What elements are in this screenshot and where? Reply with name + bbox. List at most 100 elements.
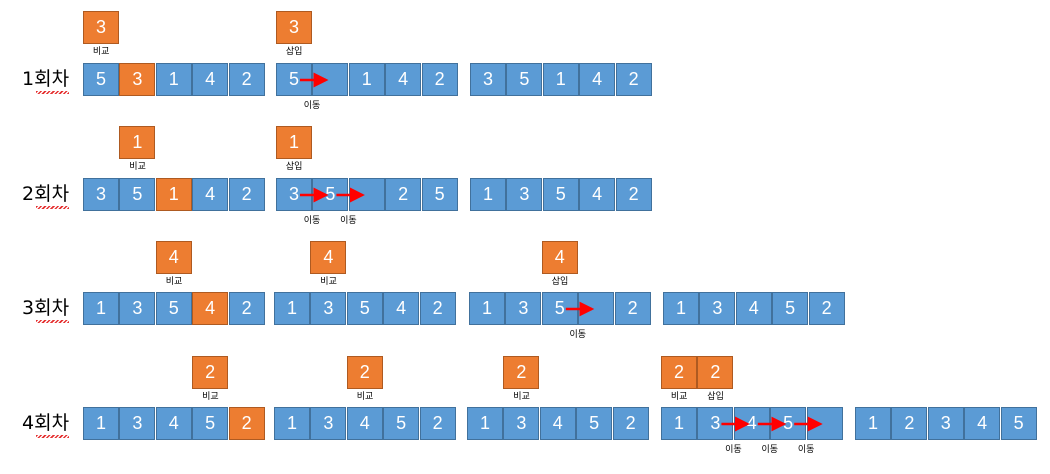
array-cell: 4: [964, 407, 1001, 440]
array-cell: 2: [228, 292, 265, 325]
highlighted-array-cell: 1: [155, 178, 192, 211]
array-cell: 5: [1000, 407, 1037, 440]
array-cell: 3: [83, 178, 119, 211]
array-cell: 1: [83, 292, 119, 325]
step-caption: 비교: [129, 162, 146, 172]
round-label: 2회차: [22, 183, 70, 209]
array-cell: 2: [385, 178, 422, 211]
selected-value-box: 3: [83, 11, 119, 44]
selected-value-box: 2: [661, 356, 697, 389]
move-caption: 이동: [761, 445, 779, 455]
array-cell: 2: [614, 292, 651, 325]
array-cell: 4: [155, 407, 192, 440]
array-cell: 5: [576, 407, 613, 440]
selected-value-box: 4: [541, 241, 578, 274]
array-cell: 1: [470, 178, 506, 211]
selected-value-box: 1: [119, 126, 156, 159]
array-cell: 5: [506, 63, 543, 96]
step-caption: 삽입: [285, 47, 303, 57]
array-cell: 1: [274, 407, 310, 440]
array-cell: 5: [192, 407, 229, 440]
array-cell: 2: [419, 407, 456, 440]
array-cell: 3: [699, 292, 736, 325]
array-cell: 5: [119, 178, 156, 211]
array-cell: 4: [735, 292, 772, 325]
array-cell: 3: [927, 407, 964, 440]
array-cell: 2: [615, 178, 652, 211]
array-cell: 3: [119, 292, 156, 325]
array-cell: 1: [469, 292, 505, 325]
array-cell: 1: [274, 292, 310, 325]
move-caption: 이동: [303, 216, 321, 226]
move-caption: 이동: [797, 445, 815, 455]
round-label: 4회차: [22, 412, 70, 438]
array-cell: 1: [83, 407, 119, 440]
selected-value-box: 2: [503, 356, 540, 389]
array-cell: 3: [310, 407, 347, 440]
step-caption: 비교: [670, 392, 688, 402]
array-cell: 2: [228, 178, 265, 211]
selected-value-box: 1: [276, 126, 312, 159]
step-caption: 비교: [320, 277, 337, 287]
array-cell: 1: [855, 407, 891, 440]
array-cell: 5: [346, 292, 383, 325]
array-cell: 5: [383, 407, 420, 440]
array-cell: 3: [503, 407, 540, 440]
array-cell: 4: [539, 407, 576, 440]
move-caption: 이동: [340, 216, 357, 226]
array-cell: 3: [505, 292, 542, 325]
step-caption: 삽입: [707, 392, 724, 402]
array-cell: 4: [383, 292, 420, 325]
highlighted-array-cell: 2: [228, 407, 265, 440]
selected-value-box: 2: [192, 356, 229, 389]
array-cell: 1: [155, 63, 192, 96]
array-cell: 5: [421, 178, 458, 211]
step-caption: 삽입: [551, 277, 569, 287]
array-cell: 2: [891, 407, 928, 440]
array-cell: 2: [421, 63, 458, 96]
array-cell: 1: [542, 63, 579, 96]
array-cell: 4: [346, 407, 383, 440]
move-caption: 이동: [569, 330, 587, 340]
array-cell: 2: [419, 292, 456, 325]
move-caption: 이동: [725, 445, 742, 455]
selected-value-box: 4: [310, 241, 347, 274]
array-cell: 1: [661, 407, 697, 440]
array-cell: 1: [348, 63, 385, 96]
step-caption: 비교: [202, 392, 219, 402]
step-caption: 비교: [356, 392, 374, 402]
array-cell: 2: [612, 407, 649, 440]
step-caption: 삽입: [285, 162, 303, 172]
array-cell: 3: [310, 292, 347, 325]
selected-value-box: 2: [697, 356, 734, 389]
array-cell: 4: [579, 63, 616, 96]
array-cell: 2: [615, 63, 652, 96]
array-cell: 2: [808, 292, 845, 325]
array-cell: 2: [228, 63, 265, 96]
highlighted-array-cell: 3: [119, 63, 156, 96]
array-cell: 4: [192, 178, 229, 211]
array-cell: 4: [192, 63, 229, 96]
round-label: 1회차: [22, 68, 70, 94]
array-cell: 1: [467, 407, 503, 440]
array-cell: 5: [772, 292, 809, 325]
array-cell: 5: [83, 63, 119, 96]
selected-value-box: 2: [346, 356, 383, 389]
array-cell: 5: [155, 292, 192, 325]
array-cell: 3: [119, 407, 156, 440]
selected-value-box: 3: [276, 11, 312, 44]
round-label: 3회차: [22, 297, 70, 323]
step-caption: 비교: [513, 392, 530, 402]
array-cell: 4: [579, 178, 616, 211]
array-cell: 1: [663, 292, 699, 325]
step-caption: 비교: [92, 47, 110, 57]
move-caption: 이동: [303, 101, 321, 111]
array-cell: 3: [470, 63, 506, 96]
array-cell: 3: [506, 178, 543, 211]
highlighted-array-cell: 4: [192, 292, 229, 325]
selected-value-box: 4: [155, 241, 192, 274]
array-cell: 5: [542, 178, 579, 211]
step-caption: 비교: [165, 277, 183, 287]
array-cell: 4: [385, 63, 422, 96]
